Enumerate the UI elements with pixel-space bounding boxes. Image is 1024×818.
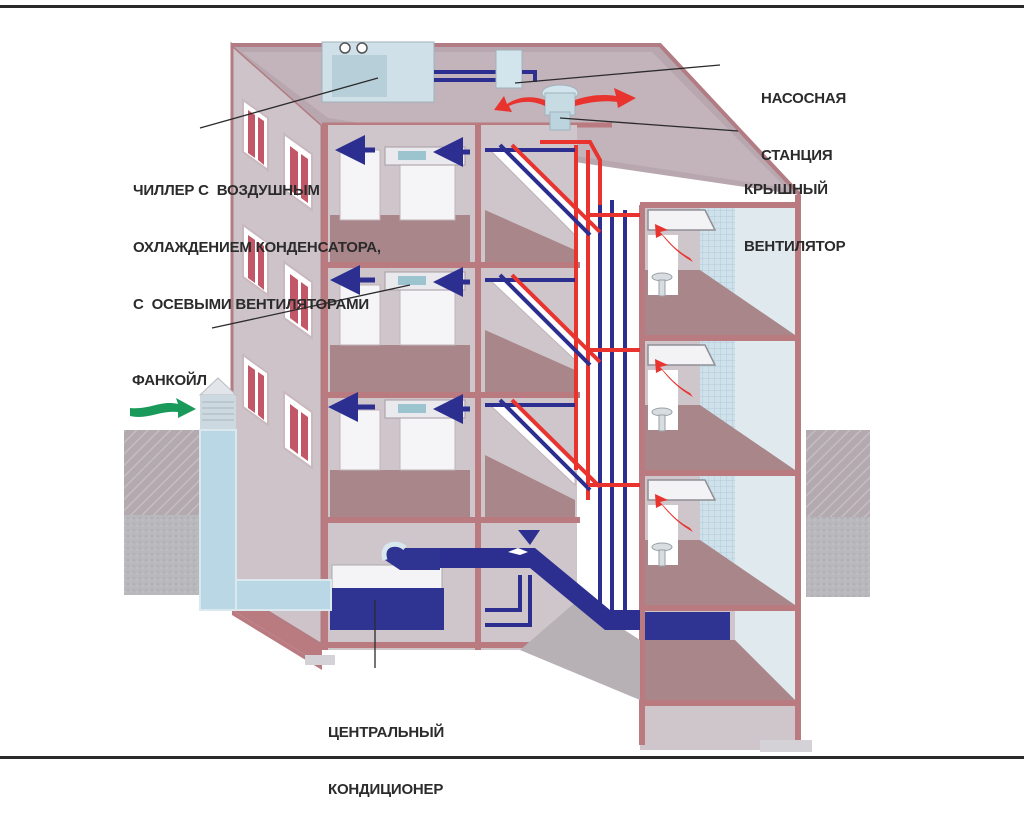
fresh-air-arrow xyxy=(130,398,196,418)
pump-station xyxy=(495,49,537,89)
riser-pipes xyxy=(485,140,640,620)
chiller-unit xyxy=(321,41,500,103)
roof-fan xyxy=(494,84,636,131)
label-central-ac: ЦЕНТРАЛЬНЫЙ КОНДИЦИОНЕР xyxy=(328,724,445,798)
right-wing xyxy=(639,195,812,752)
label-fancoil: ФАНКОЙЛ xyxy=(132,372,207,389)
fresh-air-intake xyxy=(130,377,332,611)
label-roof-fan: КРЫШНЫЙ ВЕНТИЛЯТОР xyxy=(744,181,846,255)
exhaust-arrow-right xyxy=(575,88,636,108)
hvac-building-diagram xyxy=(124,41,870,752)
left-facade xyxy=(230,41,324,665)
top-rule xyxy=(0,5,1024,8)
ground-right xyxy=(806,430,870,597)
central-ac-unit xyxy=(330,541,444,630)
exhaust-arrow-left xyxy=(494,96,545,112)
fancoil-units xyxy=(328,135,470,424)
bottom-rule xyxy=(0,756,1024,759)
supply-duct xyxy=(440,530,730,640)
label-pump-station: НАСОСНАЯ СТАНЦИЯ xyxy=(761,90,847,164)
leader-lines xyxy=(199,64,739,668)
label-chiller: ЧИЛЛЕР С ВОЗДУШНЫМ ОХЛАЖДЕНИЕМ КОНДЕНСАТ… xyxy=(133,182,381,313)
